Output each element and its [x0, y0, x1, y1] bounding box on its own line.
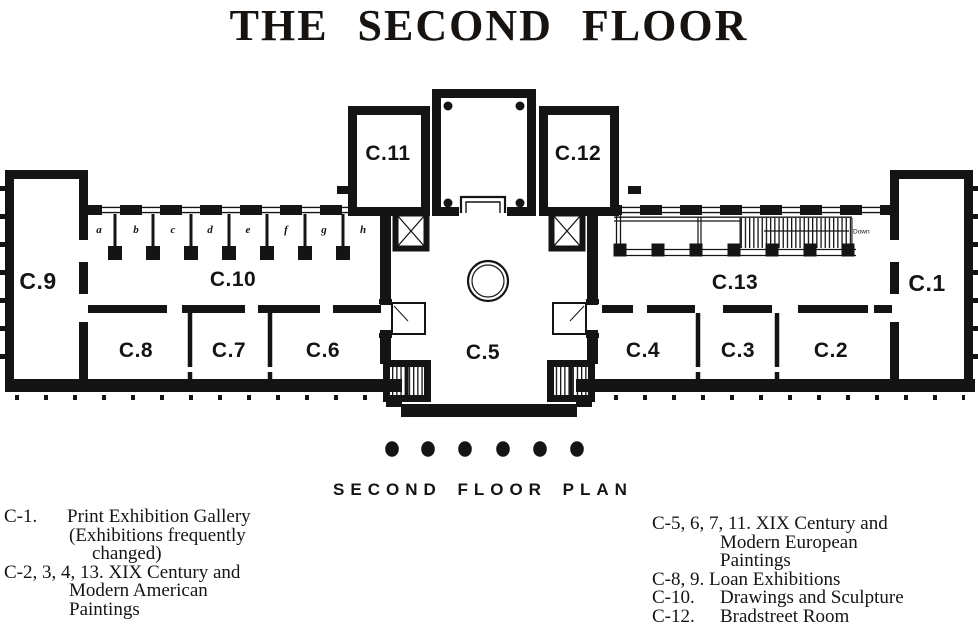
stair-down-label: Down: [853, 229, 870, 236]
legend-text: Print Exhibition Gallery: [67, 506, 251, 527]
portico-column-dots: [385, 441, 584, 457]
legend-entry-line: Paintings: [720, 550, 791, 571]
alcove-label-b: b: [133, 224, 139, 236]
page-title: THE SECOND FLOOR: [229, 1, 749, 50]
alcove-label-a: a: [96, 224, 102, 236]
legend-text: Drawings and Sculpture: [720, 587, 904, 608]
legend-entry-line: (Exhibitions frequently: [69, 524, 246, 546]
legend-entry-line: changed): [92, 543, 162, 564]
room-label-c3: C.3: [721, 339, 755, 362]
alcove-label-f: f: [284, 224, 289, 236]
room-label-c2: C.2: [814, 339, 848, 362]
legend-entry-line: Modern American: [69, 580, 208, 601]
legend-text: Bradstreet Room: [720, 605, 850, 627]
room-label-c11: C.11: [365, 142, 410, 165]
legend-term: C-12.: [652, 605, 695, 627]
legend-left-column: C-1. Print Exhibition Gallery (Exhibition…: [4, 506, 251, 620]
plan-caption: SECOND FLOOR PLAN: [333, 480, 633, 499]
room-label-c12: C.12: [555, 142, 601, 165]
room-label-c13: C.13: [712, 271, 758, 294]
legend-entry-line: C-8, 9. Loan Exhibitions: [652, 568, 841, 590]
south-outer-walls: [5, 379, 975, 400]
alcove-label-c: c: [171, 224, 176, 236]
room-label-c4: C.4: [626, 339, 660, 362]
legend-entry-line: C-2, 3, 4, 13. XIX Century and: [4, 561, 241, 583]
legend-right-column: C-5, 6, 7, 11. XIX Century and Modern Eu…: [652, 513, 904, 627]
legend-entry-line: Paintings: [69, 598, 140, 620]
room-label-c6: C.6: [306, 339, 340, 362]
alcove-label-d: d: [207, 224, 213, 236]
alcove-label-g: g: [320, 224, 327, 236]
room-label-c10: C.10: [210, 268, 256, 291]
legend-entry-line: Modern European: [720, 531, 858, 553]
room-label-c8: C.8: [119, 339, 153, 362]
legend-term: C-10.: [652, 587, 695, 608]
room-label-c1: C.1: [908, 270, 945, 296]
alcove-label-h: h: [360, 224, 366, 236]
legend-term: C-1.: [4, 506, 38, 527]
legend-entry-line: C-10. Drawings and Sculpture: [652, 587, 904, 608]
pavilion-c1-walls: [888, 170, 978, 392]
alcove-label-e: e: [246, 224, 251, 236]
legend-entry-line: C-12. Bradstreet Room: [652, 605, 904, 627]
room-label-c9: C.9: [19, 268, 56, 294]
right-wing-walls: [602, 205, 892, 380]
room-label-c5: C.5: [466, 341, 500, 364]
legend-entry-line: C-1. Print Exhibition Gallery: [4, 506, 251, 527]
floor-plan-drawing: C.9 C.1: [0, 89, 978, 499]
legend-entry-line: C-5, 6, 7, 11. XIX Century and: [652, 513, 888, 534]
center-block-walls: [337, 89, 641, 417]
left-wing-walls: [84, 205, 381, 380]
room-label-c7: C.7: [212, 339, 246, 362]
